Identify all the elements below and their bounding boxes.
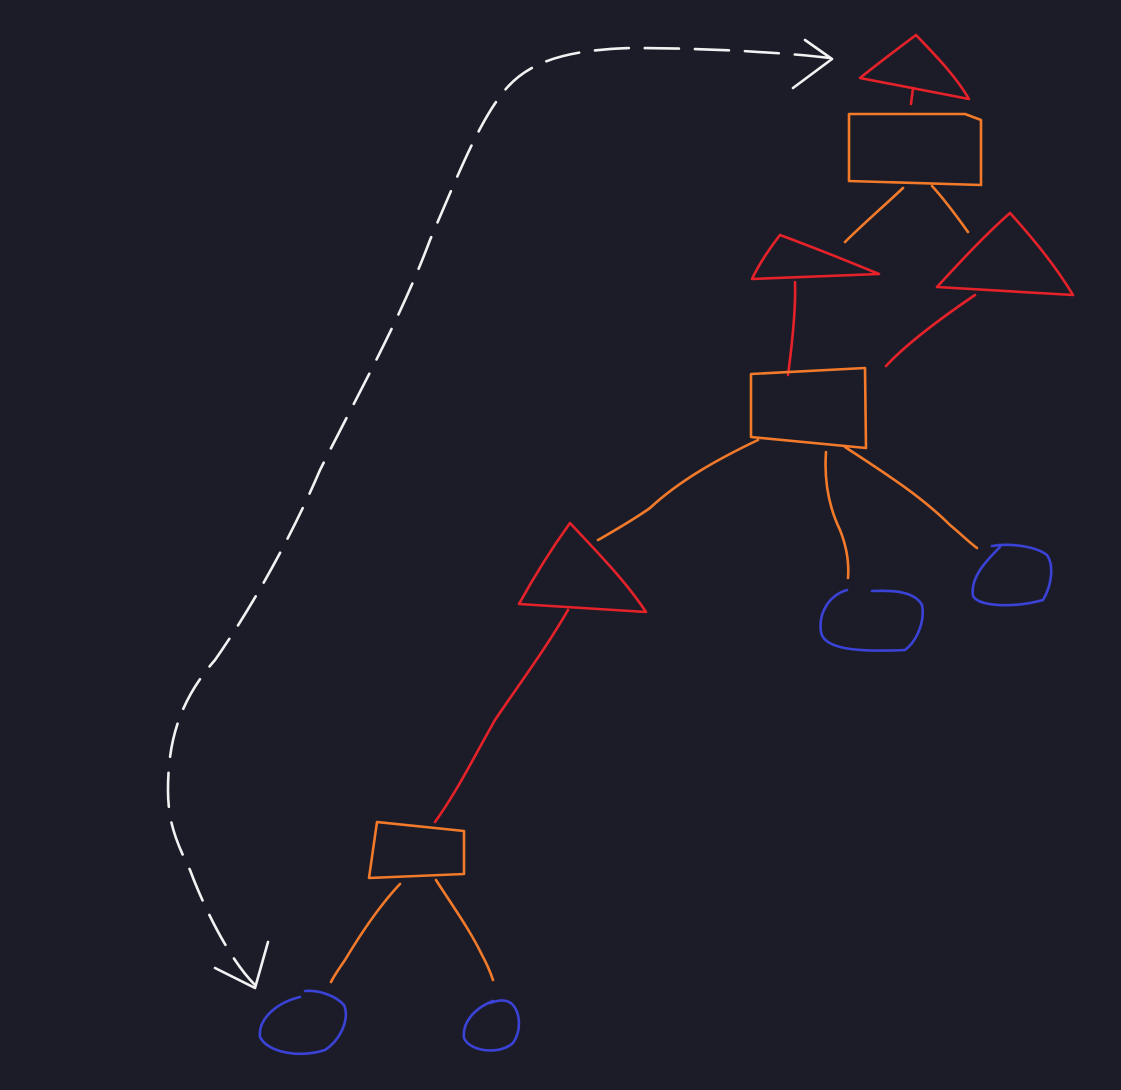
arrowhead-bottom — [213, 940, 270, 990]
circle-bottom-left — [258, 989, 347, 1056]
rectangle-1 — [847, 112, 983, 187]
circles — [258, 543, 1053, 1056]
edge-root-rect1 — [909, 86, 915, 106]
edge-rect2-circle-mid-right — [843, 445, 979, 550]
arrowhead-top — [791, 38, 834, 90]
rectangle-2 — [749, 366, 868, 450]
triangle-mid — [517, 521, 648, 614]
edge-rect1-tri-left — [843, 186, 905, 244]
dashed-arrow — [166, 38, 834, 990]
edge-rect3-circle-bottom-left — [329, 882, 402, 984]
triangle-root — [858, 33, 971, 101]
edge-tri-left-rect2 — [786, 280, 797, 377]
edge-rect3-circle-bottom-right — [434, 878, 495, 982]
triangles — [517, 33, 1075, 614]
circle-mid-right — [971, 543, 1053, 607]
rectangle-3 — [367, 820, 466, 880]
edge-rect2-tri-mid — [596, 438, 760, 542]
edge-tri-right-rect2 — [884, 293, 977, 368]
rectangles — [367, 112, 983, 880]
edge-rect1-tri-right — [930, 184, 970, 234]
triangle-left-1 — [750, 233, 881, 281]
circle-mid-left — [819, 588, 924, 652]
triangle-right-1 — [935, 211, 1075, 297]
circle-bottom-right — [462, 999, 521, 1052]
edges — [329, 86, 979, 984]
edge-tri-mid-rect3 — [433, 608, 570, 824]
dashed-arrow-curve — [166, 46, 832, 987]
edge-rect2-circle-mid-left — [824, 450, 850, 580]
